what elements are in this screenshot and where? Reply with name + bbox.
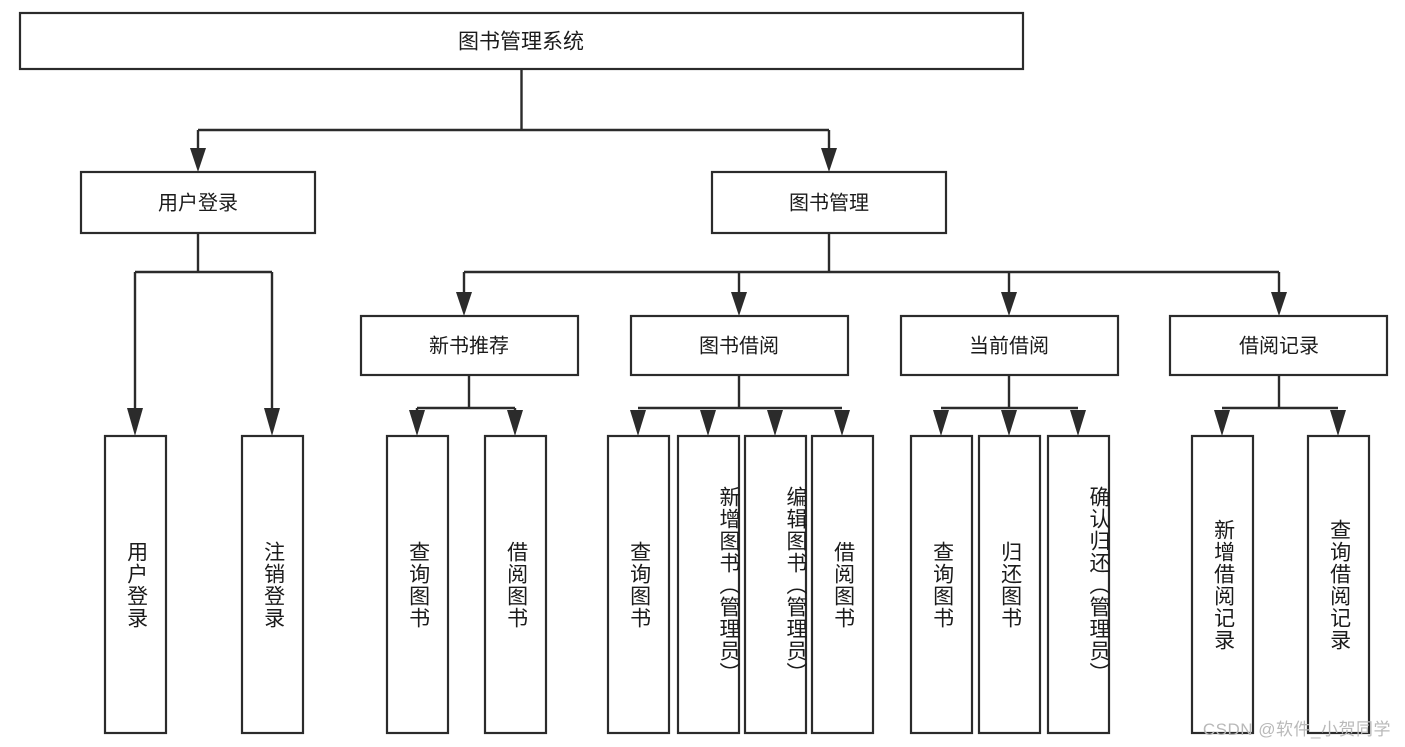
node-leaf-return-book[interactable] (977, 434, 1042, 735)
node-leaf-add-record[interactable] (1190, 434, 1255, 735)
node-leaf-user-login[interactable] (103, 434, 168, 735)
node-current-borrow-label: 当前借阅 (969, 334, 1049, 357)
arrow-head-l3-4 (1271, 292, 1287, 316)
node-leaf-query-book-c[interactable] (909, 434, 974, 735)
edges-group (127, 70, 1346, 436)
labels-group: 图书管理系统 用户登录 图书管理 新书推荐 图书借阅 当前借阅 借阅记录 (158, 31, 1319, 358)
arrow-head-leaf-10 (1001, 410, 1017, 436)
arrow-head-l3-3 (1001, 292, 1017, 316)
arrow-head-leaf-5 (630, 410, 646, 436)
arrow-head-leaf-1 (127, 408, 143, 436)
csdn-watermark: CSDN @软件_小贺同学 (1202, 720, 1391, 739)
arrow-head-leaf-12 (1214, 410, 1230, 436)
arrow-head-to-bookmgmt (821, 148, 837, 172)
node-book-borrow[interactable] (629, 314, 850, 377)
node-leaf-borrow-book-a[interactable] (483, 434, 548, 735)
node-leaf-edit-book[interactable] (743, 434, 808, 735)
node-new-book-recommend-label: 新书推荐 (429, 334, 509, 357)
node-leaf-borrow-book-b[interactable] (810, 434, 875, 735)
node-book-management[interactable] (710, 170, 948, 235)
arrow-head-l3-2 (731, 292, 747, 316)
node-user-login-label: 用户登录 (158, 191, 238, 214)
node-leaf-logout[interactable] (240, 434, 305, 735)
node-book-borrow-label: 图书借阅 (699, 334, 779, 357)
node-borrow-record-label: 借阅记录 (1239, 334, 1319, 357)
arrow-head-leaf-13 (1330, 410, 1346, 436)
arrow-head-leaf-9 (933, 410, 949, 436)
node-user-login[interactable] (79, 170, 317, 235)
node-leaf-add-book[interactable] (676, 434, 741, 735)
node-current-borrow[interactable] (899, 314, 1120, 377)
node-root-label: 图书管理系统 (458, 31, 584, 54)
node-book-management-label: 图书管理 (789, 191, 869, 214)
arrow-head-leaf-11 (1070, 410, 1086, 436)
arrow-head-leaf-4 (507, 410, 523, 436)
node-new-book-recommend[interactable] (359, 314, 580, 377)
node-borrow-record[interactable] (1168, 314, 1389, 377)
arrow-head-l3-1 (456, 292, 472, 316)
nodes-group (18, 11, 1389, 735)
node-leaf-query-book-a[interactable] (385, 434, 450, 735)
arrow-head-leaf-2 (264, 408, 280, 436)
node-root[interactable] (18, 11, 1025, 71)
node-leaf-confirm-return[interactable] (1046, 434, 1111, 735)
arrow-head-leaf-3 (409, 410, 425, 436)
arrow-head-leaf-8 (834, 410, 850, 436)
node-leaf-query-record[interactable] (1306, 434, 1371, 735)
node-leaf-query-book-b[interactable] (606, 434, 671, 735)
arrow-head-to-login (190, 148, 206, 172)
arrow-head-leaf-6 (700, 410, 716, 436)
arrow-head-leaf-7 (767, 410, 783, 436)
